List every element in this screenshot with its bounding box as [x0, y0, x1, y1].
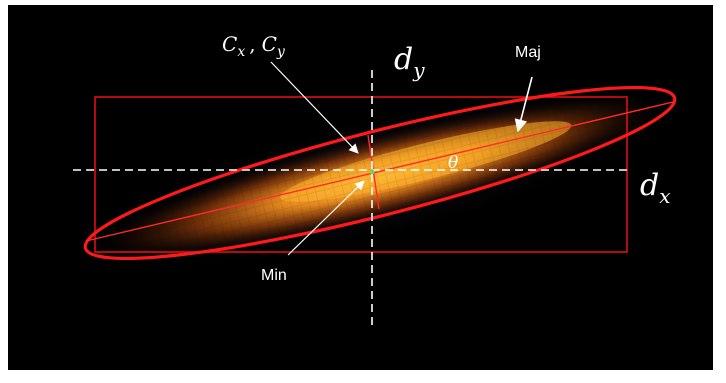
- centroid-arrow: [270, 61, 359, 154]
- ellipse-fit-diagram: Cx,Cy dy dx Maj Min θ: [8, 5, 713, 370]
- bounding-box: [94, 96, 628, 253]
- centroid-label: Cx,Cy: [222, 32, 286, 60]
- centroid-marker: [369, 169, 375, 175]
- angle-label: θ: [448, 153, 458, 173]
- major-label: Maj: [515, 44, 541, 61]
- object-blob: [98, 95, 662, 259]
- major-axis-line: [85, 101, 674, 242]
- major-arrow: [514, 76, 533, 133]
- diagram-canvas: Cx,Cy dy dx Maj Min θ: [59, 32, 701, 327]
- dx-label: dx: [640, 168, 671, 208]
- dy-label: dy: [394, 42, 425, 82]
- minor-arrow: [287, 180, 365, 256]
- svg-text:dy: dy: [394, 42, 425, 82]
- svg-text:dx: dx: [640, 168, 671, 208]
- minor-label: Min: [261, 267, 287, 284]
- fitted-ellipse: [83, 85, 677, 261]
- svg-text:Cx,Cy: Cx,Cy: [222, 32, 286, 60]
